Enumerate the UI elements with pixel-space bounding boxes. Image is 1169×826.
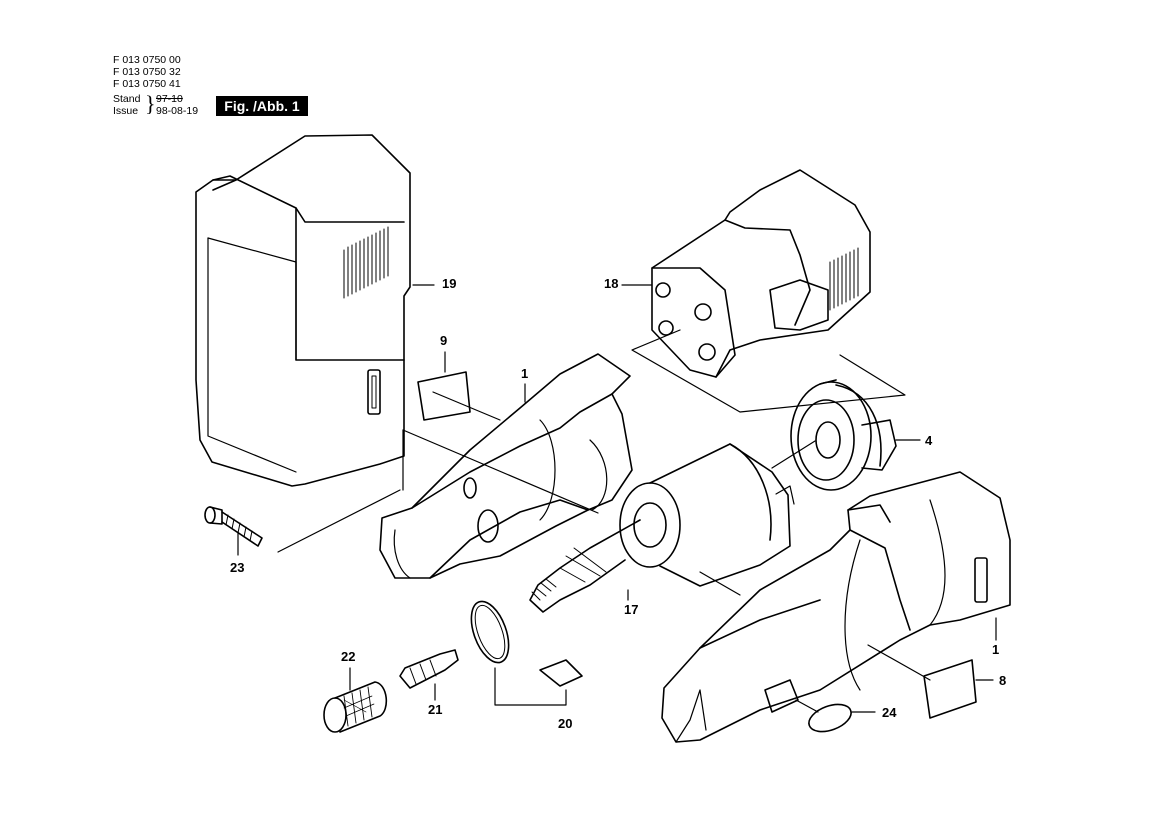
retaining-ring-part [470,600,510,664]
figure-badge: Fig. /Abb. 1 [216,96,308,116]
part-number-1: F 013 0750 00 [113,54,181,66]
revision-block: Stand 97-10 Issue 98-08-19 [113,93,198,117]
battery-ribs [829,247,859,311]
collet-nut-part [323,681,388,733]
stand-value: 97-10 [156,93,183,105]
switch-slot [367,369,381,415]
motor-part [529,443,795,613]
collet-part [399,649,459,689]
callout-1-left: 1 [521,366,529,381]
callout-8: 8 [999,673,1007,688]
label-right-part [923,659,977,719]
stand-label: Stand [113,93,141,105]
issue-label: Issue [113,105,139,117]
housing-half-right-part [661,471,1011,743]
issue-value: 98-08-19 [156,105,199,117]
battery-assembly-line [631,329,906,413]
leader-lines [412,284,653,403]
part-number-3: F 013 0750 41 [113,78,181,90]
cap-part [808,703,852,733]
clip-part [539,659,583,687]
screw-part [204,506,263,547]
callout-21: 21 [428,702,443,717]
callout-4: 4 [925,433,933,448]
callout-9: 9 [440,333,448,348]
part-number-2: F 013 0750 32 [113,66,181,78]
callout-20: 20 [558,716,573,731]
callout-17: 17 [624,602,639,617]
callout-19: 19 [442,276,457,291]
housing-cover-part [195,134,411,487]
part-number-list: F 013 0750 00 F 013 0750 32 F 013 0750 4… [113,54,181,90]
callout-1-right: 1 [992,642,1000,657]
fan-cap-part [790,379,897,491]
housing-half-left-part [379,353,633,579]
housing-assembly-line [277,429,599,553]
callout-23: 23 [230,560,245,575]
switch-slot-right [974,557,988,603]
brace-symbol: } [145,91,156,116]
label-part [417,371,471,421]
battery-pack-part [651,169,871,378]
callout-24: 24 [882,705,897,720]
callout-18: 18 [604,276,619,291]
callout-22: 22 [341,649,356,664]
vent-grille [343,226,389,299]
